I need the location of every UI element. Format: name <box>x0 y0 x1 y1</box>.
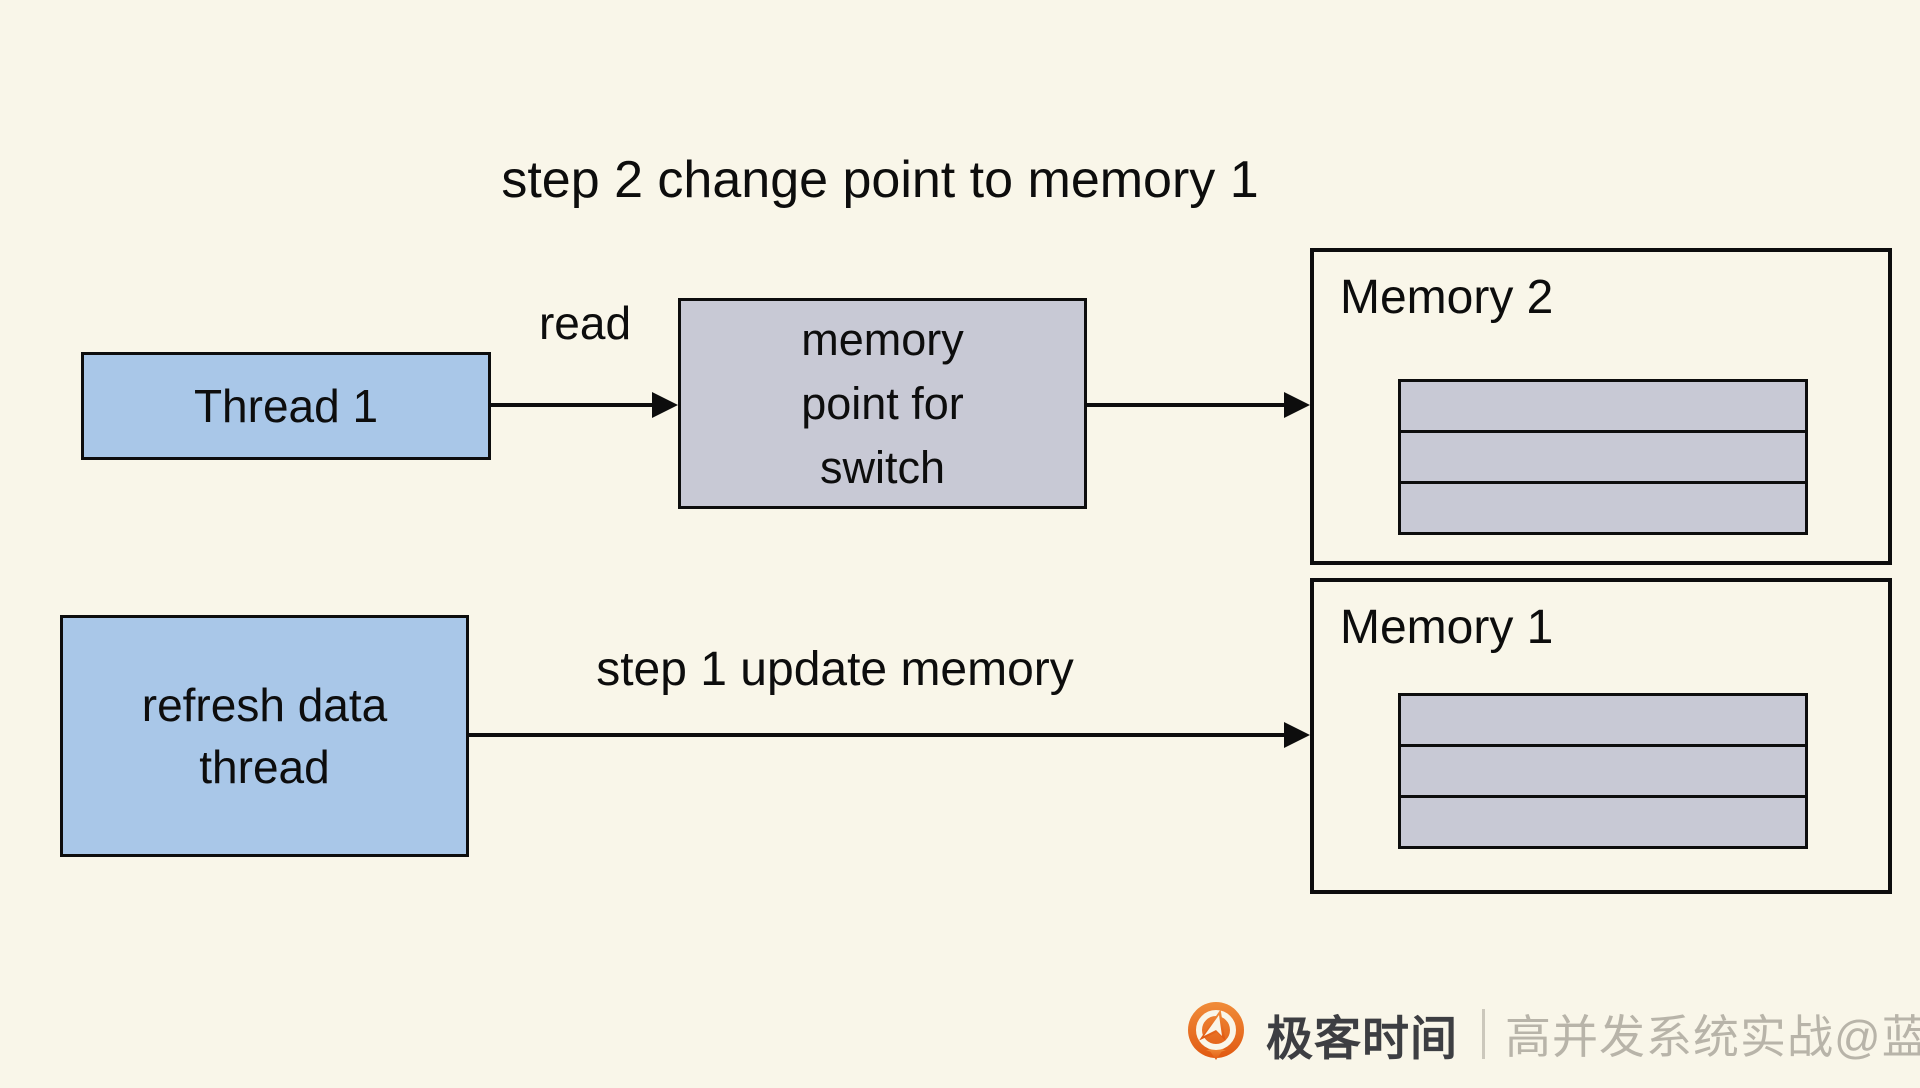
thread1-label: Thread 1 <box>193 379 379 432</box>
memory-row <box>1398 379 1808 433</box>
memory-point-box: memory point for switch <box>678 298 1087 509</box>
memory-row <box>1398 795 1808 849</box>
refresh-thread-line2: thread <box>199 741 330 793</box>
footer-divider <box>1482 1009 1485 1059</box>
refresh-thread-box: refresh data thread <box>60 615 469 857</box>
geektime-logo-icon <box>1188 1002 1244 1060</box>
memory2-rows <box>1398 379 1808 535</box>
thread1-box: Thread 1 <box>81 352 491 460</box>
watermark-text: 高并发系统实战@蓝天 <box>1505 1011 1920 1063</box>
step1-arrow-line <box>469 733 1286 737</box>
point-to-memory2-arrow-line <box>1087 403 1286 407</box>
memory-point-line1: memory <box>801 313 964 365</box>
read-arrowhead-icon <box>652 392 678 418</box>
diagram-title: step 2 change point to memory 1 <box>501 151 1259 209</box>
memory-row <box>1398 481 1808 535</box>
refresh-thread-line1: refresh data <box>141 679 388 731</box>
step1-arrow-label: step 1 update memory <box>596 643 1074 696</box>
memory-row <box>1398 430 1808 484</box>
step1-arrowhead-icon <box>1284 722 1310 748</box>
memory-point-line3: switch <box>819 441 946 493</box>
memory2-title: Memory 2 <box>1340 271 1554 324</box>
read-arrow-line <box>491 403 656 407</box>
memory1-box: Memory 1 <box>1310 578 1892 894</box>
memory1-title: Memory 1 <box>1340 601 1554 654</box>
read-arrow-label: read <box>538 297 632 349</box>
memory-row <box>1398 693 1808 747</box>
brand-name: 极客时间 <box>1266 1011 1458 1065</box>
footer-watermark: 极客时间 高并发系统实战@蓝天 <box>1180 998 1920 1070</box>
memory-point-line2: point for <box>801 377 964 429</box>
memory2-box: Memory 2 <box>1310 248 1892 565</box>
point-to-memory2-arrowhead-icon <box>1284 392 1310 418</box>
memory1-rows <box>1398 693 1808 849</box>
memory-row <box>1398 744 1808 798</box>
